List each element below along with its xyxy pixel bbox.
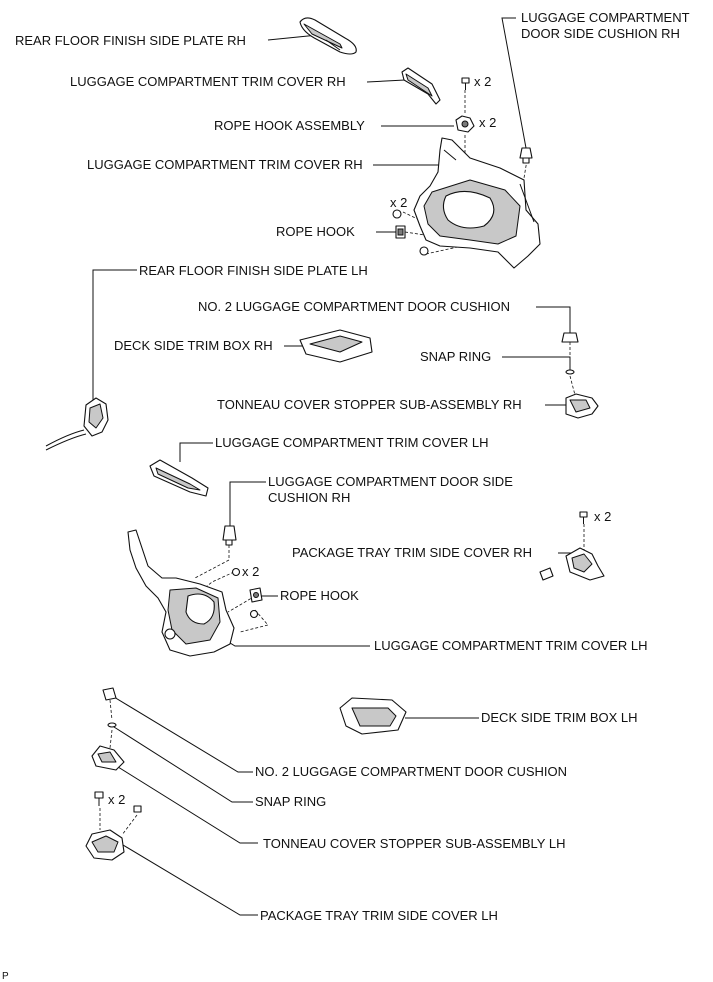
door-side-cushion-rh-top [519,147,533,164]
package-tray-trim-side-cover-rh [539,511,605,581]
label-rope-hook-assembly: ROPE HOOK ASSEMBLY [214,118,365,133]
label-door-side-cushion-rh-top-line1: LUGGAGE COMPARTMENT [521,10,690,25]
label-door-side-cushion-rh-mid-line2: CUSHION RH [268,490,350,505]
clip-rh-pair [392,209,429,256]
qty-package-tray-rh-bolt: x 2 [594,509,611,524]
label-door-side-cushion-rh-top-line2: DOOR SIDE CUSHION RH [521,26,680,41]
snap-ring-lh [107,722,117,728]
luggage-compartment-trim-cover-lh-main [127,529,235,657]
label-tonneau-cover-stopper-rh: TONNEAU COVER STOPPER SUB-ASSEMBLY RH [217,397,522,412]
label-deck-side-trim-box-lh: DECK SIDE TRIM BOX LH [481,710,638,725]
rear-floor-finish-side-plate-lh [45,397,109,451]
qty-rope-hook-assembly: x 2 [479,115,496,130]
label-tonneau-cover-stopper-lh: TONNEAU COVER STOPPER SUB-ASSEMBLY LH [263,836,565,851]
label-rope-hook-rh: ROPE HOOK [276,224,355,239]
tonneau-cover-stopper-rh [565,393,599,419]
footer-code: P [2,971,9,982]
rope-hook-assembly [455,115,475,133]
qty-package-tray-lh-bolt: x 2 [108,792,125,807]
deck-side-trim-box-lh [339,697,407,735]
label-no2-door-cushion-lh: NO. 2 LUGGAGE COMPARTMENT DOOR CUSHION [255,764,567,779]
label-door-side-cushion-rh-mid-line1: LUGGAGE COMPARTMENT DOOR SIDE [268,474,513,489]
rope-hook-lh [249,587,263,619]
qty-rh-rope-hook: x 2 [390,195,407,210]
no2-luggage-compartment-door-cushion-rh [561,332,579,343]
luggage-compartment-trim-cover-rh-main [413,137,541,269]
snap-ring-rh [565,369,575,375]
qty-rh-clip-top: x 2 [474,74,491,89]
label-package-tray-trim-side-cover-rh: PACKAGE TRAY TRIM SIDE COVER RH [292,545,532,560]
rear-floor-finish-side-plate-rh [299,17,357,55]
label-trim-cover-lh-main: LUGGAGE COMPARTMENT TRIM COVER LH [374,638,648,653]
door-side-cushion-rh-mid [222,525,237,546]
label-no2-door-cushion-rh: NO. 2 LUGGAGE COMPARTMENT DOOR CUSHION [198,299,510,314]
clip-lh-trim-cover [231,567,241,577]
luggage-compartment-trim-cover-rh-upper [401,67,441,105]
clip-rh-top [461,77,470,90]
label-rope-hook-lh: ROPE HOOK [280,588,359,603]
tonneau-cover-stopper-lh [91,745,125,771]
rope-hook-rh [395,225,406,239]
package-tray-trim-side-cover-lh [85,791,142,861]
label-rear-floor-finish-side-plate-lh: REAR FLOOR FINISH SIDE PLATE LH [139,263,368,278]
qty-lh-trim-cover-clip: x 2 [242,564,259,579]
label-package-tray-trim-side-cover-lh: PACKAGE TRAY TRIM SIDE COVER LH [260,908,498,923]
label-deck-side-trim-box-rh: DECK SIDE TRIM BOX RH [114,338,273,353]
label-trim-cover-lh-upper: LUGGAGE COMPARTMENT TRIM COVER LH [215,435,489,450]
deck-side-trim-box-rh [299,329,373,363]
label-trim-cover-rh-upper: LUGGAGE COMPARTMENT TRIM COVER RH [70,74,346,89]
quantity-markers: x 2 x 2 x 2 x 2 x 2 x 2 [108,74,611,807]
label-snap-ring-lh: SNAP RING [255,794,326,809]
label-rear-floor-finish-side-plate-rh: REAR FLOOR FINISH SIDE PLATE RH [15,33,246,48]
callout-labels: REAR FLOOR FINISH SIDE PLATE RH LUGGAGE … [15,10,690,923]
label-trim-cover-rh-main: LUGGAGE COMPARTMENT TRIM COVER RH [87,157,363,172]
no2-luggage-compartment-door-cushion-lh [102,687,117,701]
luggage-compartment-trim-cover-lh-upper [149,459,209,497]
label-snap-ring-rh: SNAP RING [420,349,491,364]
